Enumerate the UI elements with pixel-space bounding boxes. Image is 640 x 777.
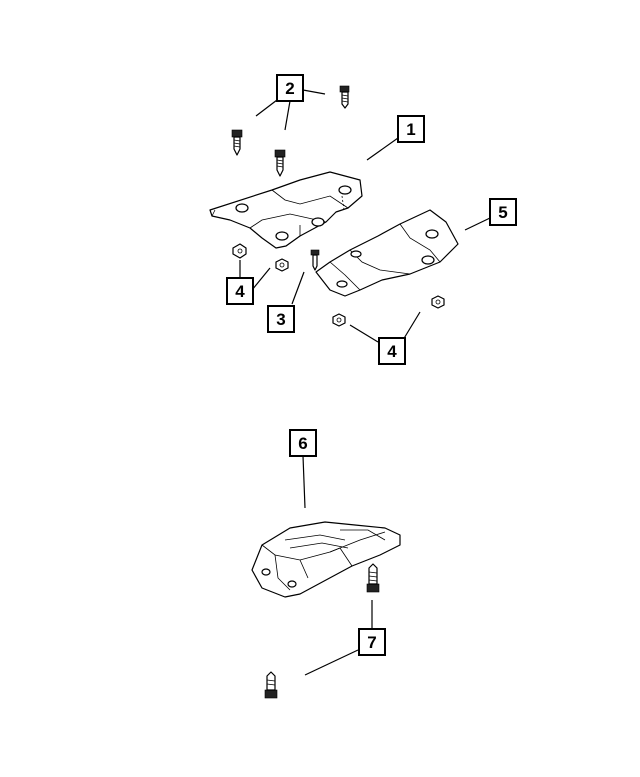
callout-7[interactable]: 7 [358,628,386,656]
bolt-icon [264,671,278,699]
leader-4d [402,311,421,341]
skid-plate-6 [251,521,401,598]
callout-1[interactable]: 1 [397,115,425,143]
leader-2b [284,100,291,131]
stud-icon [310,249,320,271]
leader-4c [349,324,379,343]
leader-1 [366,137,399,161]
nut-icon [431,295,445,309]
shield-5 [315,209,459,297]
callout-3[interactable]: 3 [267,305,295,333]
leader-7b [304,649,359,676]
nut-icon [232,243,247,259]
leader-3 [291,271,305,305]
nut-icon [275,258,289,272]
leader-5 [464,217,491,231]
callout-4b[interactable]: 4 [378,337,406,365]
bolt-icon [366,563,380,593]
svg-text:5: 5 [498,203,507,222]
screw-icon [339,85,350,109]
skid-plate-1 [209,171,363,249]
leader-2c [302,89,326,95]
svg-text:2: 2 [285,79,294,98]
callout-2[interactable]: 2 [276,74,304,102]
leader-4b [251,267,271,291]
svg-text:4: 4 [387,342,397,361]
screw-icon [274,149,286,177]
svg-text:4: 4 [235,282,245,301]
callout-5[interactable]: 5 [489,198,517,226]
leader-2a [255,99,278,117]
svg-text:3: 3 [276,310,285,329]
screw-icon [231,129,243,156]
svg-text:6: 6 [298,434,307,453]
callout-4a[interactable]: 4 [226,277,254,305]
callout-6[interactable]: 6 [289,429,317,457]
svg-text:7: 7 [367,633,376,652]
leader-6 [302,455,306,509]
nut-icon [332,313,346,327]
svg-text:1: 1 [406,120,415,139]
